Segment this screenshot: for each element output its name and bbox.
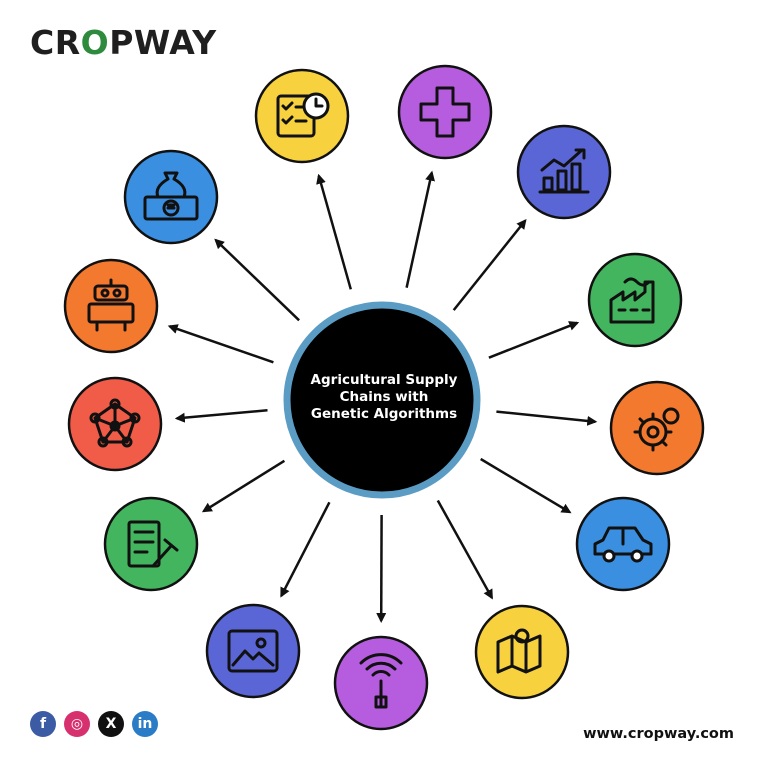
node-circle — [63, 258, 159, 354]
connector-arrow — [452, 218, 527, 311]
connector-arrow — [488, 321, 580, 359]
node-circle — [103, 496, 199, 592]
instagram-icon[interactable]: ◎ — [64, 711, 90, 737]
map-location-icon — [496, 628, 542, 674]
spoke-node-factory — [587, 252, 683, 348]
cropway-logo: CROPWAY — [30, 23, 217, 62]
spoke-node-gear-settings — [609, 380, 705, 476]
linkedin-icon[interactable]: in — [132, 711, 158, 737]
connector-arrow — [436, 499, 493, 600]
connector-arrow — [405, 170, 435, 288]
facebook-icon[interactable]: f — [30, 711, 56, 737]
node-circle — [397, 64, 493, 160]
x-icon[interactable]: X — [98, 711, 124, 737]
connector-arrow — [480, 457, 572, 514]
spoke-node-map-location — [474, 604, 570, 700]
connector-arrow — [174, 409, 268, 423]
factory-icon — [609, 277, 655, 324]
car-icon — [593, 526, 653, 563]
website-url[interactable]: www.cropway.com — [583, 726, 734, 742]
gear-settings-icon — [633, 407, 680, 452]
connector-arrow — [280, 501, 331, 598]
connector-arrow — [167, 324, 274, 364]
spoke-node-network-nodes — [67, 376, 163, 472]
connector-arrow — [214, 238, 300, 322]
leaf-o-letter: O — [80, 23, 110, 62]
image-frame-icon — [227, 629, 279, 673]
hub-title: Agricultural Supply Chains with Genetic … — [310, 372, 458, 422]
connector-arrow — [316, 173, 353, 290]
spoke-node-schedule-checklist — [254, 68, 350, 164]
schedule-checklist-icon — [276, 92, 330, 138]
growth-chart-icon — [538, 148, 590, 194]
robot-icon — [87, 278, 135, 332]
node-circle — [254, 68, 350, 164]
medical-cross-icon — [419, 86, 471, 138]
spoke-node-car — [575, 496, 671, 592]
connector-arrow — [201, 459, 286, 513]
connector-arrow — [496, 410, 598, 426]
center-hub-circle — [283, 301, 481, 499]
node-circle — [205, 603, 301, 699]
money-bag-icon — [143, 171, 199, 221]
network-nodes-icon — [89, 398, 141, 448]
antenna-signal-icon — [359, 653, 403, 709]
spoke-node-money-bag — [123, 149, 219, 245]
report-tools-icon — [127, 520, 179, 568]
spoke-node-report-tools — [103, 496, 199, 592]
spoke-node-growth-chart — [516, 124, 612, 220]
node-circle — [474, 604, 570, 700]
spoke-node-medical-cross — [397, 64, 493, 160]
spoke-node-image-frame — [205, 603, 301, 699]
spoke-node-robot — [63, 258, 159, 354]
spoke-node-antenna-signal — [333, 635, 429, 731]
